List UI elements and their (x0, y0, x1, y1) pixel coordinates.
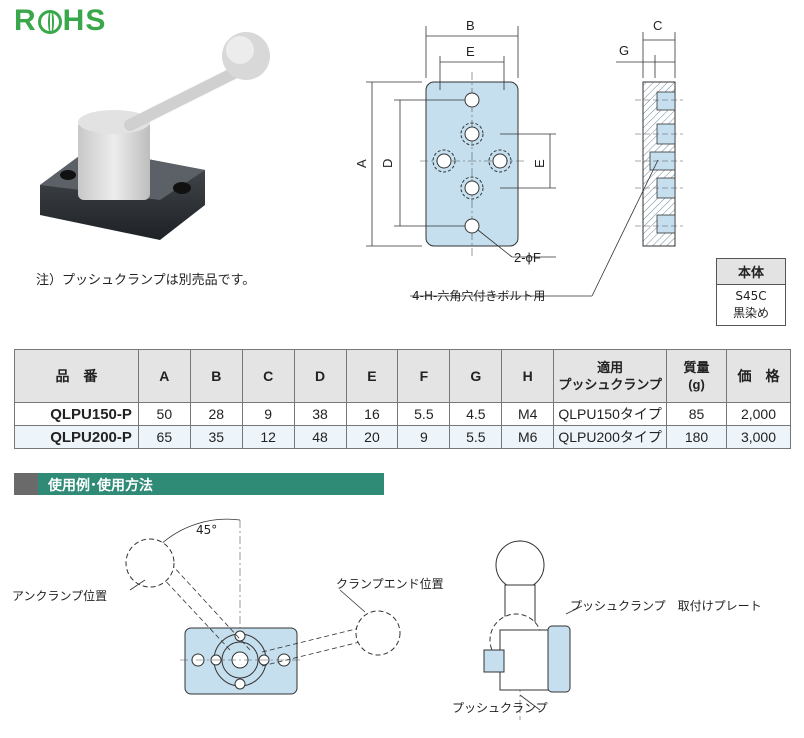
col-g: G (449, 349, 503, 403)
dim-e-top-label: E (466, 44, 475, 59)
cell-e: 20 (345, 425, 399, 449)
usage-example-right (483, 540, 583, 720)
product-photo (40, 32, 270, 240)
clampend-label: クランプエンド位置 (336, 576, 444, 591)
col-a: A (137, 349, 191, 403)
material-header: 本体 (717, 259, 785, 285)
dim-e-side-label: E (532, 159, 547, 168)
col-d: D (293, 349, 347, 403)
table-row: QLPU150-P 50 28 9 38 16 5.5 4.5 M4 QLPU1… (14, 402, 792, 426)
col-mass-line2: (g) (688, 377, 705, 392)
col-mass-line1: 質量 (683, 360, 710, 375)
cell-part: QLPU150-P (14, 402, 139, 426)
col-f: F (397, 349, 451, 403)
cell-f: 9 (397, 425, 451, 449)
cell-g: 5.5 (449, 425, 503, 449)
angle-label: 45° (196, 523, 217, 537)
dim-g-label: G (619, 43, 629, 58)
col-clamp-line2: プッシュクランプ (558, 377, 662, 392)
side-view-drawing (410, 32, 683, 297)
col-e: E (345, 349, 399, 403)
dim-a-label: A (354, 159, 369, 168)
section-header-block (14, 473, 38, 495)
pushclamp-label: プッシュクランプ (452, 701, 548, 715)
cell-c: 12 (241, 425, 295, 449)
usage-example-left (125, 518, 401, 695)
cell-mass: 180 (666, 425, 727, 449)
note-text: 注）プッシュクランプは別売品です。 (36, 273, 256, 288)
col-part: 品 番 (14, 349, 139, 403)
unclamp-label: アンクランプ位置 (12, 588, 107, 603)
cell-part: QLPU200-P (14, 425, 139, 449)
col-clamp-line1: 適用 (597, 360, 624, 375)
cell-c: 9 (241, 402, 295, 426)
dim-b-label: B (466, 18, 475, 33)
cell-h: M4 (501, 402, 555, 426)
cell-f: 5.5 (397, 402, 451, 426)
dim-c-label: C (653, 18, 662, 33)
material-line2: 黒染め (732, 306, 769, 320)
col-clamp: 適用プッシュクランプ (553, 349, 668, 403)
material-body: S45C 黒染め (717, 285, 785, 325)
cell-h: M6 (501, 425, 555, 449)
cell-b: 28 (189, 402, 243, 426)
spec-table: 品 番 A B C D E F G H 適用プッシュクランプ 質量 (g) 価 格… (14, 349, 792, 449)
cell-d: 38 (293, 402, 347, 426)
material-line1: S45C (735, 289, 767, 303)
cell-a: 65 (137, 425, 191, 449)
hole-note-label: 4-H-六角穴付きボルト用 (412, 288, 545, 303)
cell-e: 16 (345, 402, 399, 426)
cell-clamp: QLPU200タイプ (553, 425, 668, 449)
cell-mass: 85 (666, 402, 727, 426)
col-mass: 質量 (g) (666, 349, 727, 403)
cell-d: 48 (293, 425, 347, 449)
cell-clamp: QLPU150タイプ (553, 402, 668, 426)
cell-g: 4.5 (449, 402, 503, 426)
dim-phif-label: 2-ϕF (514, 250, 541, 265)
section-header: 使用例･使用方法 (14, 473, 384, 495)
material-box: 本体 S45C 黒染め (716, 258, 786, 326)
col-h: H (501, 349, 555, 403)
section-title: 使用例･使用方法 (48, 478, 153, 494)
col-c: C (241, 349, 295, 403)
cell-b: 35 (189, 425, 243, 449)
col-b: B (189, 349, 243, 403)
col-price: 価 格 (725, 349, 792, 403)
front-view-drawing (366, 26, 556, 258)
cell-price: 3,000 (725, 425, 792, 449)
cell-price: 2,000 (725, 402, 792, 426)
table-row: QLPU200-P 65 35 12 48 20 9 5.5 M6 QLPU20… (14, 425, 792, 449)
cell-a: 50 (137, 402, 191, 426)
pushclamp-plate-label: プッシュクランプ 取付けプレート (570, 599, 762, 613)
table-header-row: 品 番 A B C D E F G H 適用プッシュクランプ 質量 (g) 価 格 (14, 349, 792, 403)
dim-d-label: D (380, 159, 395, 168)
